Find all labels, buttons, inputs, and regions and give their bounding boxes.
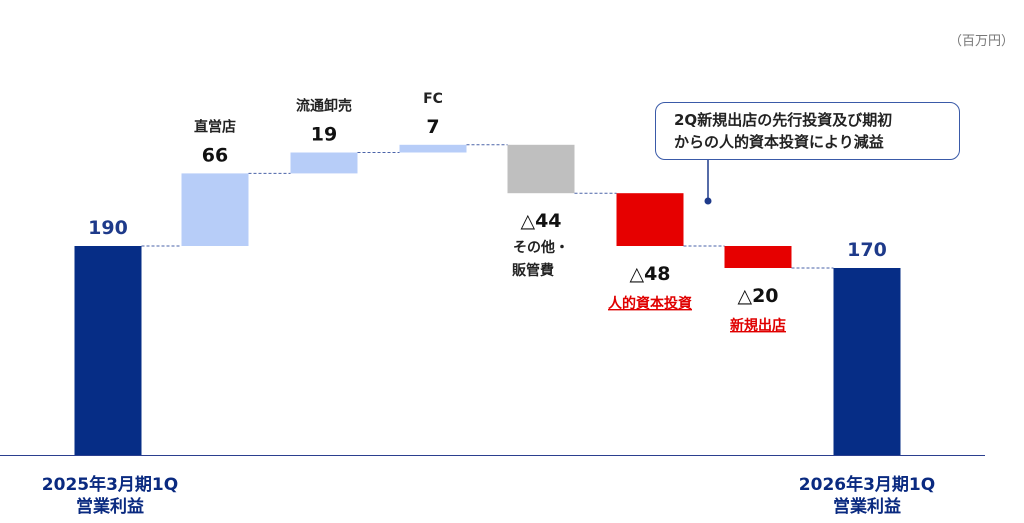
- value-label-0: 190: [88, 217, 128, 239]
- bar-0: [74, 246, 142, 455]
- x-label-start: 2025年3月期1Q 営業利益: [0, 474, 220, 518]
- unit-label: （百万円）: [948, 34, 1014, 49]
- value-label-2: 19: [311, 124, 337, 146]
- value-label-4: △44: [520, 210, 561, 232]
- category-label-4: その他・: [513, 239, 569, 256]
- annotation-line-1: 2Q新規出店の先行投資及び期初: [674, 111, 893, 129]
- value-label-7: 170: [847, 239, 887, 261]
- category-label-6: 新規出店: [730, 317, 786, 334]
- x-label-end-line1: 2026年3月期1Q: [798, 475, 936, 495]
- x-label-end-line2: 営業利益: [833, 497, 901, 517]
- x-label-start-line1: 2025年3月期1Q: [41, 475, 179, 495]
- category-label-1: 直営店: [194, 118, 236, 135]
- bar-5: [616, 193, 684, 246]
- bar-1: [181, 173, 249, 246]
- value-label-1: 66: [202, 144, 228, 166]
- bar-7: [833, 268, 901, 455]
- bar-2: [290, 152, 358, 174]
- category-label-3: FC: [423, 91, 443, 107]
- category-label-5: 人的資本投資: [608, 295, 692, 312]
- annotation-line-2: からの人的資本投資により減益: [674, 133, 884, 151]
- bar-3: [399, 144, 467, 153]
- bar-4: [507, 144, 575, 194]
- category-label2-4: 販管費: [512, 262, 554, 279]
- value-label-5: △48: [629, 263, 670, 285]
- value-label-6: △20: [737, 285, 778, 307]
- value-label-3: 7: [426, 116, 439, 138]
- callout-pointer-dot: [704, 197, 712, 205]
- category-label-2: 流通卸売: [296, 98, 352, 115]
- x-label-end: 2026年3月期1Q 営業利益: [757, 474, 977, 518]
- bar-6: [724, 246, 792, 268]
- x-label-start-line2: 営業利益: [76, 497, 144, 517]
- annotation-callout: 2Q新規出店の先行投資及び期初 からの人的資本投資により減益: [655, 102, 960, 160]
